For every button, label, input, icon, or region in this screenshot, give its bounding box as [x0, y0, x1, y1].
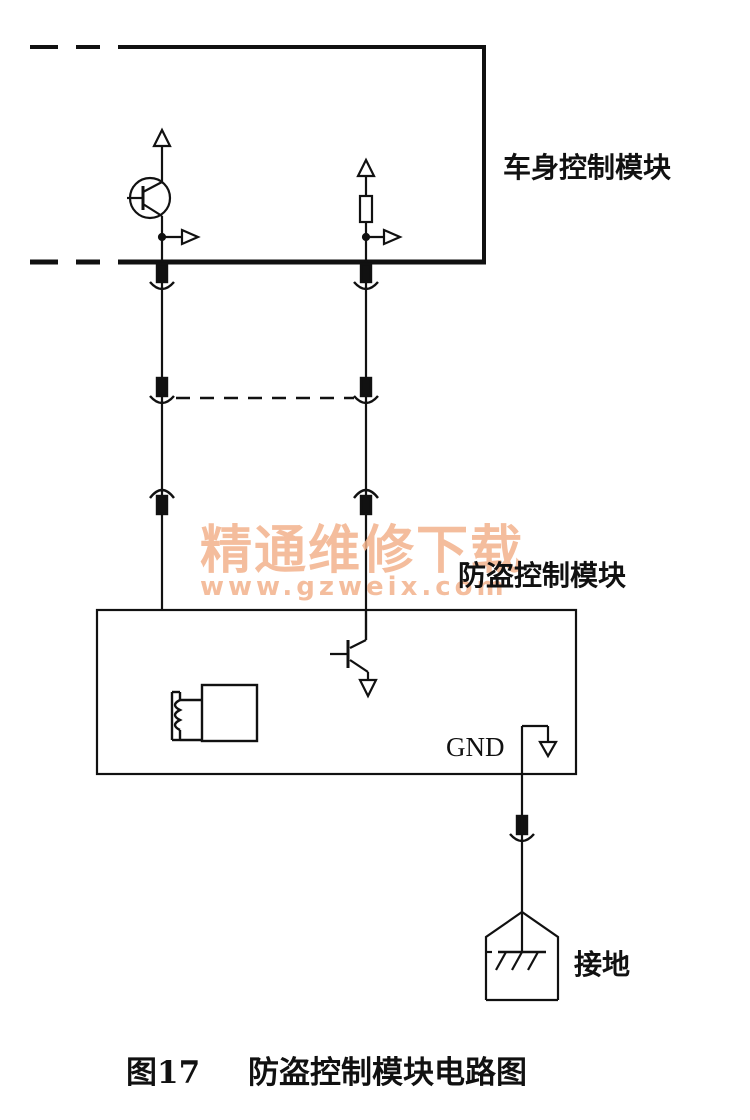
signal-wires: [160, 262, 368, 640]
body-control-module-box: [30, 45, 486, 265]
antitheft-module-label: 防盗控制模块: [458, 559, 627, 592]
ground-symbol: [484, 910, 560, 1002]
figure-title: 防盗控制模块电路图: [248, 1055, 527, 1091]
gnd-lead: [520, 724, 558, 912]
antitheft-module-box: [95, 608, 578, 776]
coil-antenna-symbol: [170, 683, 259, 743]
watermark-text: 精通维修下载: [200, 521, 525, 581]
connectors: [149, 262, 535, 843]
antitheft-module-transistor: [330, 610, 378, 699]
watermark-url: www.gzweix.com: [200, 572, 508, 602]
gnd-label: GND: [446, 732, 505, 762]
body-control-module-label: 车身控制模块: [503, 151, 672, 184]
figure-number: 图17: [126, 1055, 201, 1091]
body-module-transistor: [127, 127, 201, 262]
ground-label: 接地: [574, 948, 631, 981]
body-module-resistor: [356, 157, 403, 262]
